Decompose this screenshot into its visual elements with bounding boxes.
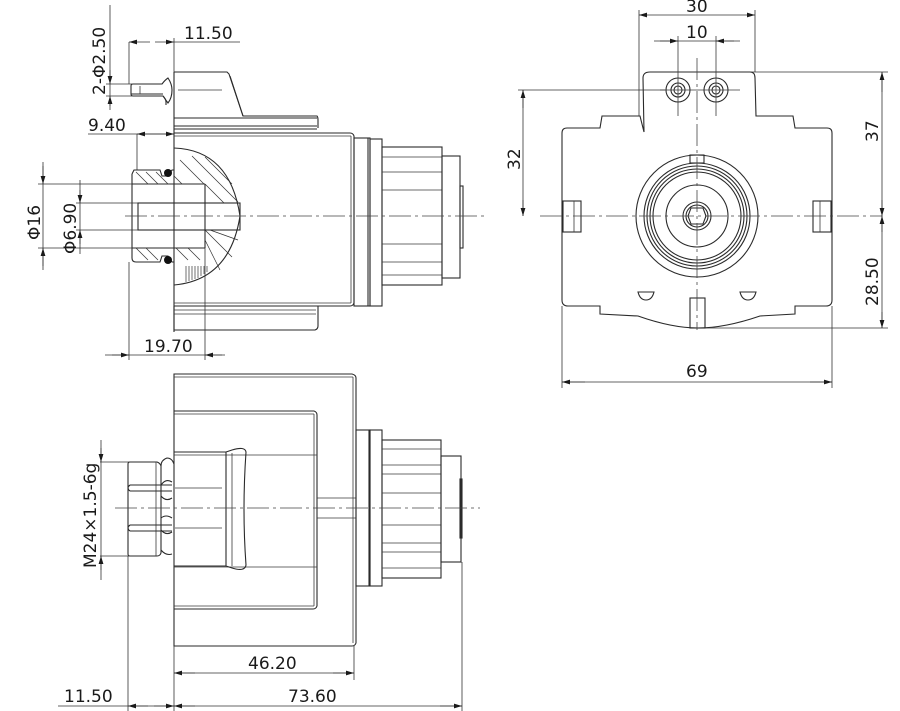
dimensions-side: 2-Φ2.50 11.50 9.40 Φ16: [25, 5, 240, 360]
dim-nut-depth: 19.70: [144, 337, 193, 357]
bottom-notch-right: [739, 291, 757, 301]
dim-nut-offset: 9.40: [88, 116, 126, 136]
dim-bore-diameter: Φ6.90: [61, 203, 81, 254]
dim-thread-spec: M24×1.5-6g: [81, 463, 101, 568]
pin: [130, 77, 222, 105]
dim-thread-outer-diameter: Φ16: [25, 205, 45, 240]
connector: [353, 137, 464, 307]
dim-body-length: 46.20: [248, 654, 297, 674]
dimensions-front: 30 10 32 37 28.50: [505, 0, 888, 388]
dim-top-width: 30: [686, 0, 708, 17]
front-view: 30 10 32 37 28.50: [505, 0, 888, 388]
dim-pin-projection: 11.50: [64, 687, 113, 707]
hex-nut: [225, 447, 247, 571]
dim-top-height: 37: [863, 120, 883, 142]
inner-frame: [174, 410, 318, 610]
section-cutaway: [131, 147, 241, 286]
top-view: M24×1.5-6g 46.20 11.50 73.60: [58, 373, 480, 711]
connector-top: [355, 429, 463, 587]
dim-pin-height: 32: [505, 148, 525, 170]
dim-bottom-height: 28.50: [863, 257, 883, 306]
dim-pin-length: 11.50: [184, 24, 233, 44]
dim-pin-spacing: 10: [686, 23, 708, 43]
side-section-view: 2-Φ2.50 11.50 9.40 Φ16: [25, 5, 484, 360]
dim-overall-width: 69: [686, 362, 708, 382]
terminal-housing: [173, 71, 319, 332]
bottom-key: [689, 297, 706, 329]
side-tab-right: [812, 200, 832, 233]
bottom-notch-left: [637, 291, 655, 301]
dim-pin-diameter: 2-Φ2.50: [90, 27, 110, 95]
side-tab-left: [562, 200, 582, 233]
pins-top: [127, 484, 222, 532]
coil-body: [173, 132, 355, 331]
front-outline: [561, 71, 833, 329]
outer-housing: [173, 373, 357, 647]
dimensions-top: M24×1.5-6g 46.20 11.50 73.60: [58, 440, 463, 711]
dim-overall-length: 73.60: [288, 687, 337, 707]
threaded-stub: [127, 461, 162, 557]
